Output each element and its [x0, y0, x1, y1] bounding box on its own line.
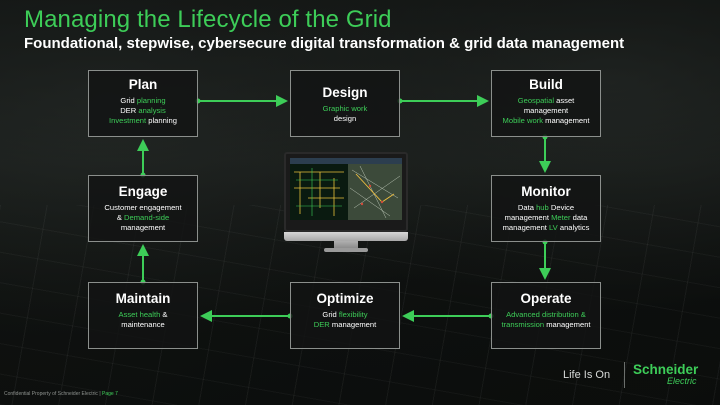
computer-monitor-image: [284, 152, 408, 254]
stage-operate: Operate Advanced distribution &transmiss…: [491, 282, 601, 349]
schneider-logo: Life Is On Schneider Electric: [563, 360, 713, 390]
stage-maintain-description: Asset health &maintenance: [89, 306, 197, 330]
life-is-on-tagline: Life Is On: [563, 369, 611, 381]
stage-maintain-heading: Maintain: [115, 291, 171, 306]
description-segment: hub: [536, 203, 549, 212]
description-segment: &: [160, 310, 168, 319]
description-segment: management: [543, 116, 590, 125]
description-segment: Meter: [551, 213, 571, 222]
page-subtitle: Foundational, stepwise, cybersecure digi…: [24, 35, 625, 52]
description-segment: management: [504, 213, 552, 222]
description-segment: management: [502, 223, 550, 232]
description-segment: data: [570, 213, 588, 222]
description-segment: DER: [313, 320, 330, 329]
description-segment: Mobile work: [502, 116, 544, 125]
monitor-base: [324, 248, 368, 252]
description-segment: DER: [120, 106, 139, 115]
stage-operate-description: Advanced distribution &transmission mana…: [492, 306, 600, 330]
monitor-stand: [334, 241, 358, 249]
description-segment: management: [329, 320, 377, 329]
logo-divider: [624, 362, 625, 388]
description-segment: transmission: [501, 320, 545, 329]
page-title: Managing the Lifecycle of the Grid: [24, 6, 392, 33]
footer-page-number: Page 7: [102, 391, 118, 397]
description-segment: maintenance: [121, 320, 165, 329]
description-segment: Asset health: [118, 310, 161, 319]
footer-text: Confidential Property of Schneider Elect…: [4, 391, 103, 397]
description-segment: planning: [146, 116, 177, 125]
monitor-chin: [284, 232, 408, 241]
stage-engage-heading: Engage: [118, 184, 168, 199]
description-segment: planning: [136, 96, 166, 105]
description-segment: Device: [548, 203, 575, 212]
description-segment: Advanced distribution &: [506, 310, 586, 319]
stage-build-heading: Build: [529, 77, 563, 92]
monitor-frame: [284, 152, 408, 232]
description-segment: analysis: [138, 106, 166, 115]
description-segment: Geospatial: [517, 96, 555, 105]
description-segment: Graphic work: [322, 104, 368, 113]
description-segment: management: [544, 320, 591, 329]
description-segment: Demand-side: [124, 213, 170, 222]
logo-brand-sub: Electric: [667, 376, 697, 386]
description-segment: analytics: [557, 223, 590, 232]
description-segment: design: [333, 114, 357, 123]
stage-operate-heading: Operate: [520, 291, 572, 306]
description-segment: management: [120, 223, 166, 232]
gis-map-screenshot: [290, 158, 402, 220]
description-segment: flexibility: [338, 310, 368, 319]
description-segment: asset: [554, 96, 575, 105]
description-segment: management: [523, 106, 569, 115]
stage-optimize-heading: Optimize: [316, 291, 374, 306]
stage-monitor-heading: Monitor: [521, 184, 571, 199]
stage-design-heading: Design: [322, 85, 368, 100]
description-segment: Grid: [322, 310, 339, 319]
description-segment: &: [116, 213, 124, 222]
description-segment: Data: [517, 203, 537, 212]
description-segment: Investment: [109, 116, 147, 125]
description-segment: Customer engagement: [104, 203, 182, 212]
description-segment: LV: [549, 223, 558, 232]
stage-maintain: Maintain Asset health &maintenance: [88, 282, 198, 349]
description-segment: Grid: [120, 96, 137, 105]
logo-brand: Schneider: [633, 362, 699, 377]
footer-confidential: Confidential Property of Schneider Elect…: [4, 391, 118, 397]
stage-plan-heading: Plan: [128, 77, 158, 92]
